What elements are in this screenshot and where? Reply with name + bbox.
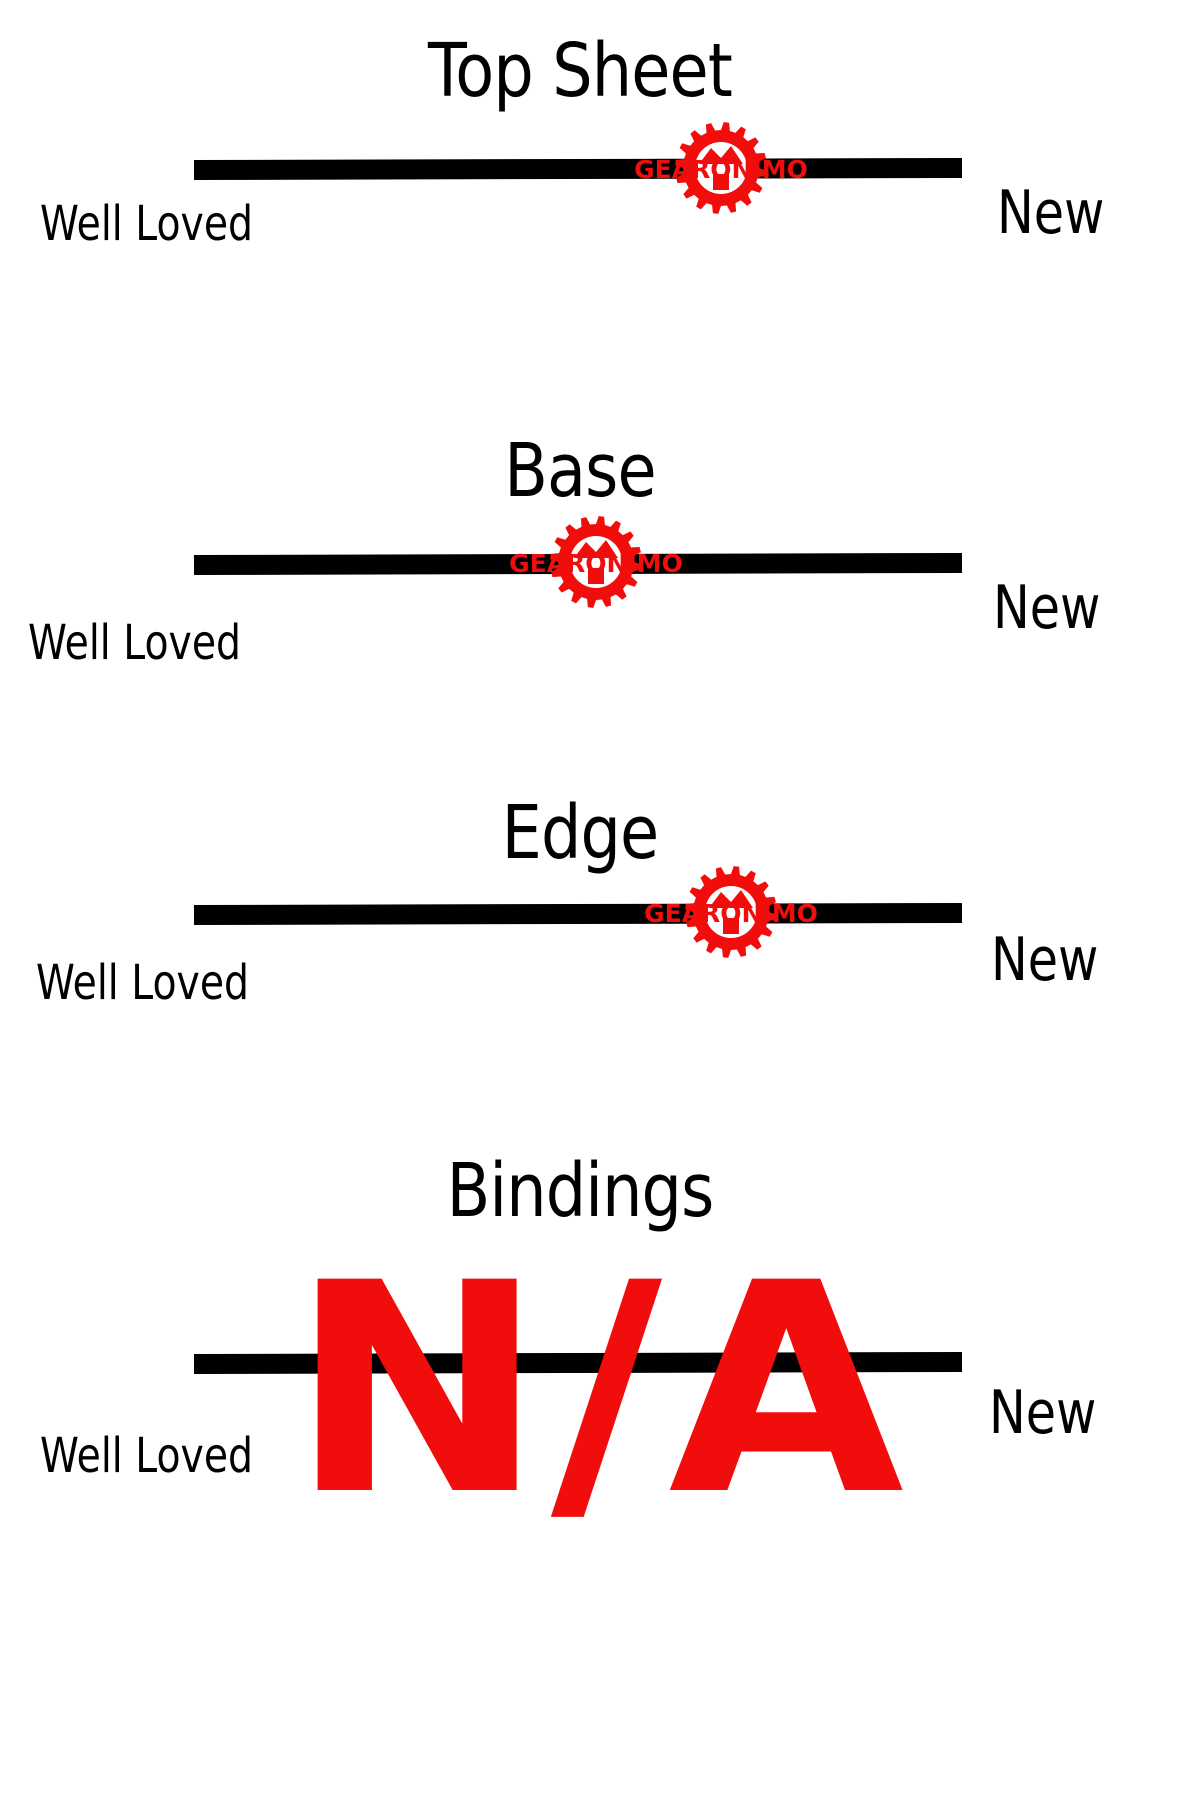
low-end-label: Well Loved — [28, 615, 242, 671]
section-title: Top Sheet — [428, 28, 733, 114]
mountain-icon — [699, 146, 743, 164]
gearonimo-logo: GEARONIMO — [509, 516, 683, 608]
rating-marker: GEARONIMO — [631, 862, 831, 962]
mountain-icon — [574, 540, 618, 558]
rating-marker: GEARONIMO — [496, 512, 696, 612]
high-end-label: New — [993, 573, 1101, 643]
rating-marker: GEARONIMO — [621, 118, 821, 218]
low-end-label: Well Loved — [40, 1428, 254, 1484]
section-title: Edge — [501, 790, 660, 876]
not-applicable-text: N/A — [289, 1222, 911, 1559]
logo-wordmark: GEARONIMO — [644, 899, 818, 928]
condition-scale-line — [193, 902, 963, 925]
condition-scale-line — [193, 157, 963, 180]
gearonimo-logo: GEARONIMO — [644, 866, 818, 958]
logo-wordmark: GEARONIMO — [634, 155, 808, 184]
low-end-label: Well Loved — [40, 196, 254, 252]
gearonimo-logo: GEARONIMO — [634, 122, 808, 214]
not-applicable-stamp: N/A — [255, 1222, 945, 1560]
logo-wordmark: GEARONIMO — [509, 549, 683, 578]
section-title: Base — [504, 428, 656, 514]
section-title: Bindings — [446, 1148, 715, 1234]
high-end-label: New — [989, 1378, 1097, 1448]
high-end-label: New — [991, 925, 1099, 995]
low-end-label: Well Loved — [36, 955, 250, 1011]
high-end-label: New — [997, 178, 1105, 248]
mountain-icon — [709, 890, 753, 908]
